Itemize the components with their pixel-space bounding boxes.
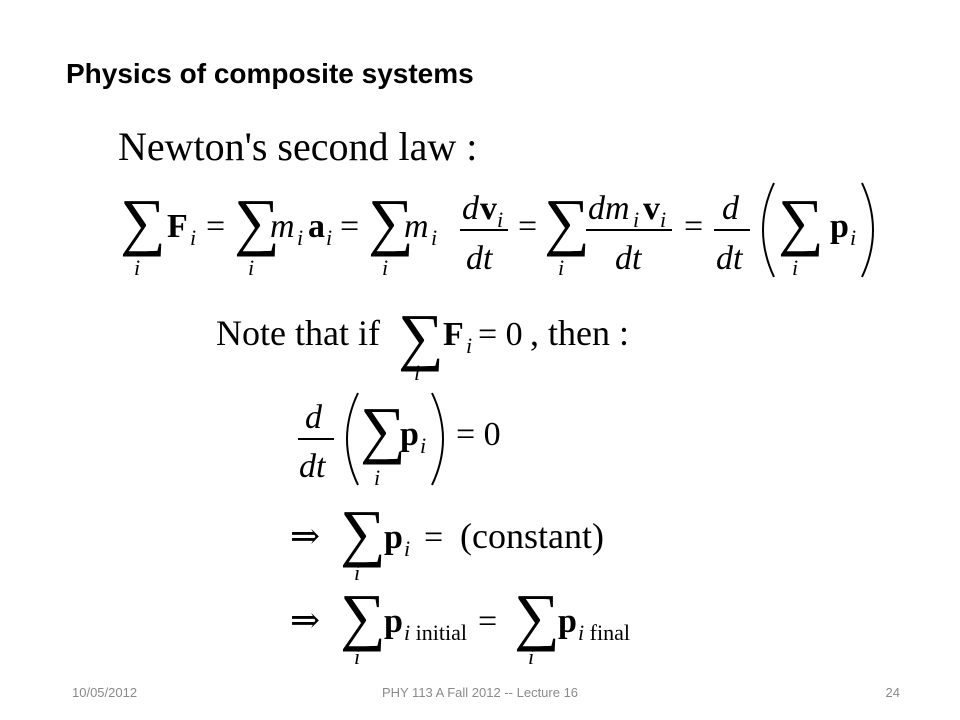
note-text: Note that if (216, 313, 380, 353)
svg-text:i initial: i initial (404, 620, 467, 645)
svg-text:= 0: = 0 (456, 416, 501, 453)
symbol-momentum: p (830, 208, 849, 245)
svg-text:i: i (466, 333, 472, 358)
svg-text:i: i (850, 225, 856, 250)
right-paren (861, 182, 874, 278)
symbol-acceleration: a (308, 208, 325, 245)
equals-sign: = (478, 603, 497, 640)
svg-text:i: i (190, 225, 196, 250)
svg-text:v: v (643, 190, 660, 227)
symbol-momentum: p (384, 603, 403, 640)
left-paren (762, 182, 775, 278)
summation-sign: ∑ (120, 186, 166, 257)
implies-arrow: ⇒ (290, 600, 320, 640)
fraction-numerator: d (722, 190, 740, 227)
svg-text:i: i (326, 225, 332, 250)
fraction-denominator: dt (716, 240, 744, 277)
fraction-denominator: dt (299, 448, 327, 485)
summation-sign: ∑ (340, 498, 386, 568)
svg-text:= 0: = 0 (478, 316, 523, 353)
equals-sign: = (684, 208, 703, 245)
heading-newtons-second-law: Newton's second law : (118, 124, 477, 169)
symbol-momentum: p (558, 603, 577, 640)
sum-index: i (382, 255, 388, 280)
fraction-denominator: dt (615, 240, 643, 277)
left-paren (346, 392, 359, 486)
svg-text:i: i (497, 207, 503, 232)
sum-index: i (354, 644, 360, 669)
fraction-numerator: d (305, 399, 323, 436)
momentum-derivative-zero: d dt ∑ i p i = 0 (298, 392, 501, 490)
newton-equation: ∑ i F i = ∑ i m i a i = ∑ i m i d v i dt… (120, 182, 874, 280)
symbol-momentum: p (384, 519, 403, 556)
fraction-numerator: d (462, 190, 480, 227)
implies-arrow: ⇒ (290, 516, 320, 556)
summation-sign: ∑ (398, 301, 444, 372)
sum-index: i (792, 255, 798, 280)
summation-sign: ∑ (544, 186, 590, 257)
heading-text: Newton's second law : (118, 124, 477, 169)
sum-index: i (134, 255, 140, 280)
symbol-mass: m (404, 208, 429, 245)
symbol-mass: m (270, 208, 295, 245)
constant-text: (constant) (460, 516, 604, 556)
equals-sign: = (340, 208, 359, 245)
summation-sign: ∑ (234, 186, 280, 257)
sum-index: i (354, 560, 360, 585)
symbol-momentum: p (400, 416, 419, 453)
note-then: , then : (530, 313, 629, 353)
footer-course: PHY 113 A Fall 2012 -- Lecture 16 (381, 685, 579, 700)
symbol-force: F (443, 316, 464, 353)
svg-text:v: v (480, 190, 497, 227)
note-condition: Note that if ∑ i F i = 0 , then : (216, 301, 629, 385)
sum-index: i (414, 360, 420, 385)
sum-index: i (528, 644, 534, 669)
fraction-denominator: dt (466, 240, 494, 277)
equals-sign: = (424, 519, 443, 556)
summation-sign: ∑ (514, 586, 560, 652)
summation-sign: ∑ (340, 586, 386, 652)
summation-sign: ∑ (360, 394, 406, 465)
equals-sign: = (518, 208, 537, 245)
svg-text:i: i (420, 433, 426, 458)
svg-text:i final: i final (578, 620, 630, 645)
fraction-numerator: dm (588, 190, 630, 227)
sum-index: i (558, 255, 564, 280)
svg-text:i: i (633, 207, 639, 232)
summation-sign: ∑ (778, 186, 824, 257)
footer-date: 10/05/2012 (72, 685, 138, 700)
summation-sign: ∑ (368, 186, 414, 257)
svg-text:i: i (297, 225, 303, 250)
slide-title: Physics of composite systems (66, 58, 474, 89)
momentum-conservation: ⇒ ∑ i p i initial = ∑ i p i final (290, 586, 630, 669)
svg-text:i: i (404, 536, 410, 561)
right-paren (431, 392, 444, 486)
sum-index: i (248, 255, 254, 280)
svg-text:i: i (660, 207, 666, 232)
svg-text:i: i (431, 225, 437, 250)
symbol-force: F (167, 208, 188, 245)
footer-page-number: 24 (885, 685, 900, 700)
momentum-constant: ⇒ ∑ i p i = (constant) (290, 498, 604, 585)
equals-sign: = (206, 208, 225, 245)
sum-index: i (374, 465, 380, 490)
